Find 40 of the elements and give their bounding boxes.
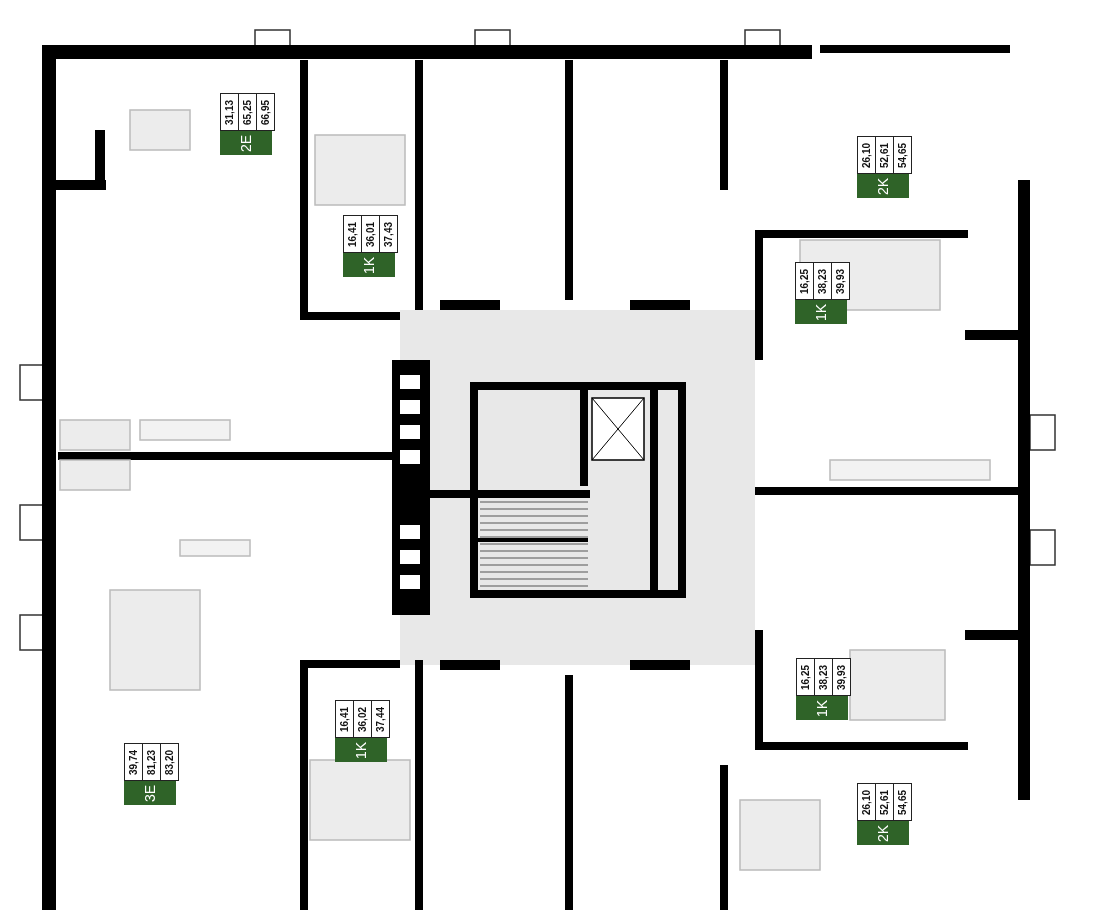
apartment-tag [124,743,176,805]
apartment-type: 1K [796,696,848,720]
apartment-tag [796,658,848,720]
area-value: 16,41 [343,215,362,253]
area-value: 16,25 [796,658,815,696]
area-value: 83,20 [161,743,179,781]
area-value: 26,10 [857,783,876,821]
apartment-tag [220,93,272,155]
apartment-type: 2K [857,174,909,198]
apartment-type: 1K [795,300,847,324]
area-value: 54,65 [894,136,912,174]
apartment-tag [343,215,395,277]
apartment-type: 2K [857,821,909,845]
area-value: 39,93 [833,658,851,696]
area-value: 66,95 [257,93,275,131]
apartment-type: 1K [343,253,395,277]
area-value: 38,23 [814,262,832,300]
apartment-type: 3E [124,781,176,805]
area-value: 31,13 [220,93,239,131]
area-value: 37,44 [372,700,390,738]
area-value: 39,93 [832,262,850,300]
area-value: 65,25 [239,93,257,131]
area-value: 52,61 [876,783,894,821]
area-value: 16,41 [335,700,354,738]
area-value: 52,61 [876,136,894,174]
apartment-tag [857,783,909,845]
area-value: 37,43 [380,215,398,253]
area-value: 36,02 [354,700,372,738]
apartment-tag [795,262,847,324]
apartment-tag [335,700,387,762]
area-value: 54,65 [894,783,912,821]
area-value: 81,23 [143,743,161,781]
area-value: 26,10 [857,136,876,174]
apartment-type: 1K [335,738,387,762]
area-value: 38,23 [815,658,833,696]
area-value: 36,01 [362,215,380,253]
area-value: 39,74 [124,743,143,781]
apartment-type: 2E [220,131,272,155]
apartment-tag [857,136,909,198]
area-value: 16,25 [795,262,814,300]
